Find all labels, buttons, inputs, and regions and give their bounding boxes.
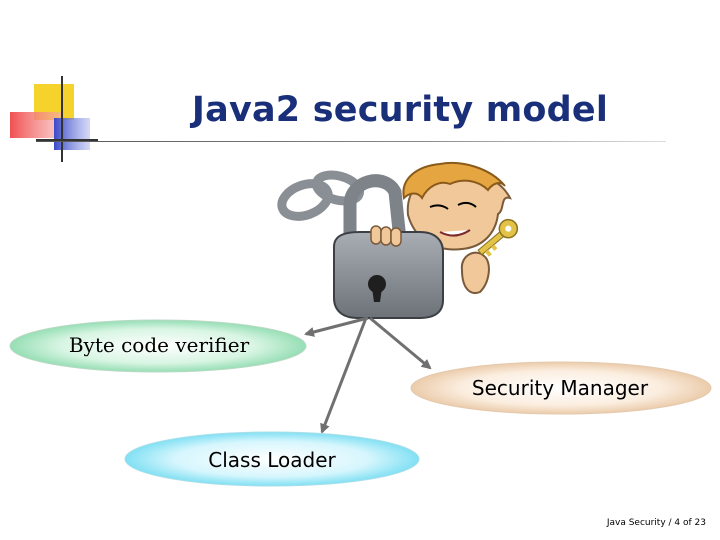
arrow-to-manager [369, 316, 432, 370]
slide-footer: Java Security / 4 of 23 [606, 518, 706, 528]
padlock-man-illustration [277, 162, 519, 319]
node-class-loader [124, 431, 420, 487]
node-byte-code-verifier [9, 319, 307, 373]
arrow-to-loader [320, 317, 368, 434]
title-underline [36, 141, 666, 142]
node-label-verifier: Byte code verifier [68, 333, 250, 357]
node-label-loader: Class Loader [208, 448, 336, 472]
page-title: Java2 security model [191, 90, 609, 130]
slide-logo-icon [10, 76, 98, 162]
arrow-to-verifier [304, 316, 369, 337]
diagram-connectors [304, 316, 432, 434]
node-security-manager [410, 361, 712, 415]
node-label-manager: Security Manager [471, 376, 649, 400]
